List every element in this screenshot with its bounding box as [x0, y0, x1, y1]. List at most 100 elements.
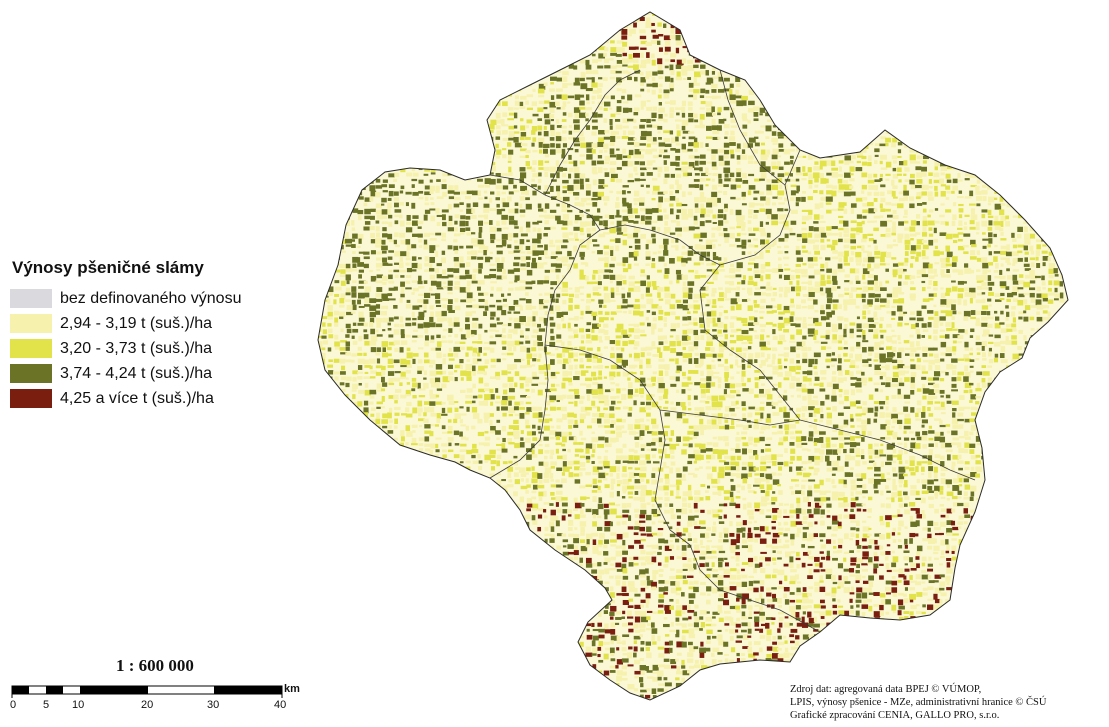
yield-patch	[825, 77, 833, 82]
yield-patch	[771, 166, 779, 170]
yield-patch	[700, 208, 706, 215]
yield-patch	[766, 53, 772, 59]
yield-patch	[604, 269, 611, 273]
yield-patch	[832, 47, 840, 53]
yield-patch	[826, 292, 833, 298]
yield-patch	[951, 34, 957, 40]
yield-patch	[370, 77, 374, 84]
yield-patch	[1023, 191, 1030, 197]
yield-patch	[784, 268, 791, 271]
yield-patch	[495, 70, 502, 77]
yield-patch	[592, 125, 598, 130]
yield-patch	[777, 196, 783, 200]
yield-patch	[340, 83, 345, 88]
yield-patch	[1029, 233, 1035, 239]
yield-patch	[556, 70, 562, 73]
yield-patch	[369, 160, 375, 166]
yield-patch	[352, 83, 359, 87]
yield-patch	[891, 226, 897, 233]
yield-patch	[399, 29, 407, 33]
yield-patch	[483, 190, 488, 194]
yield-patch	[411, 202, 416, 209]
yield-patch	[1024, 65, 1029, 70]
yield-patch	[423, 304, 427, 310]
yield-patch	[574, 286, 580, 293]
yield-patch	[430, 215, 436, 222]
yield-patch	[706, 209, 714, 214]
yield-patch	[940, 221, 947, 225]
yield-patch	[700, 29, 705, 35]
yield-patch	[862, 286, 869, 292]
yield-patch	[376, 83, 383, 90]
yield-patch	[603, 34, 611, 38]
yield-patch	[903, 119, 909, 123]
yield-patch	[598, 16, 604, 19]
yield-patch	[621, 16, 625, 19]
yield-patch	[508, 77, 515, 80]
yield-patch	[945, 185, 951, 190]
yield-patch	[957, 227, 963, 230]
yield-patch	[1066, 53, 1068, 56]
yield-patch	[765, 125, 772, 132]
yield-patch	[664, 286, 670, 292]
yield-patch	[328, 94, 333, 98]
yield-patch	[951, 190, 955, 194]
yield-patch	[783, 220, 789, 227]
yield-patch	[850, 173, 854, 176]
yield-patch	[868, 293, 875, 298]
yield-patch	[976, 232, 980, 235]
yield-patch	[567, 263, 572, 268]
yield-patch	[477, 250, 483, 253]
yield-patch	[832, 77, 837, 84]
yield-patch	[555, 119, 560, 124]
yield-patch	[574, 196, 579, 201]
yield-patch	[988, 22, 992, 27]
yield-patch	[442, 281, 447, 285]
yield-patch	[1054, 287, 1058, 293]
yield-patch	[862, 257, 870, 263]
yield-patch	[1018, 34, 1025, 37]
yield-patch	[597, 250, 603, 255]
yield-patch	[795, 16, 800, 20]
yield-patch	[561, 76, 568, 82]
yield-patch	[1005, 257, 1010, 263]
yield-patch	[550, 269, 556, 273]
yield-patch	[759, 178, 765, 181]
yield-patch	[862, 16, 868, 20]
yield-patch	[318, 161, 323, 167]
yield-patch	[909, 107, 915, 114]
yield-patch	[982, 124, 987, 129]
yield-patch	[657, 70, 664, 75]
yield-patch	[532, 160, 537, 165]
yield-patch	[987, 41, 995, 45]
yield-patch	[585, 197, 592, 201]
yield-patch	[838, 184, 846, 190]
yield-patch	[334, 155, 341, 158]
yield-patch	[556, 257, 562, 261]
yield-patch	[466, 173, 472, 177]
yield-patch	[814, 203, 820, 210]
yield-patch	[1029, 185, 1034, 191]
yield-patch	[1054, 70, 1062, 76]
yield-patch	[603, 136, 611, 140]
yield-patch	[573, 226, 580, 231]
yield-patch	[867, 233, 874, 236]
yield-patch	[429, 238, 437, 241]
yield-patch	[424, 269, 430, 273]
yield-patch	[502, 154, 507, 159]
yield-patch	[579, 131, 584, 137]
yield-patch	[591, 82, 598, 88]
yield-patch	[604, 101, 611, 107]
yield-patch	[892, 112, 897, 117]
yield-patch	[495, 28, 500, 31]
yield-patch	[922, 298, 930, 303]
yield-patch	[1006, 40, 1013, 44]
yield-patch	[346, 311, 353, 316]
yield-patch	[693, 233, 701, 239]
yield-patch	[741, 131, 748, 137]
yield-patch	[1042, 47, 1048, 52]
yield-patch	[424, 131, 428, 135]
yield-patch	[520, 191, 527, 195]
yield-patch	[406, 160, 412, 166]
yield-patch	[622, 239, 627, 246]
